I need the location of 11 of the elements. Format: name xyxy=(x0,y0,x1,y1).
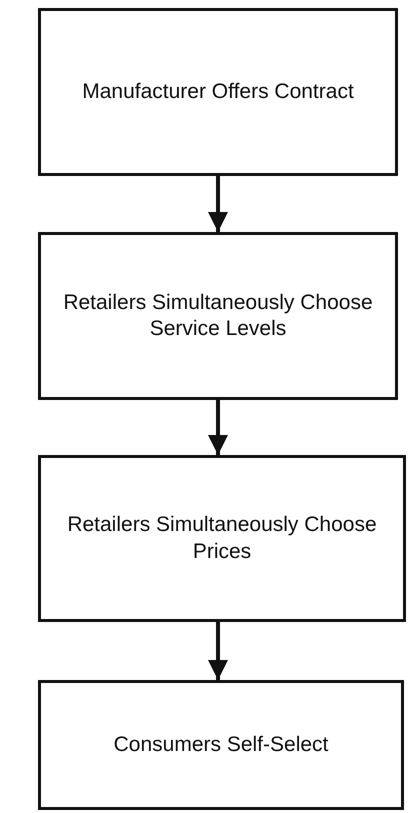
process-box xyxy=(38,8,398,176)
arrow xyxy=(208,622,228,680)
box-label: Consumers Self-Select xyxy=(112,732,330,758)
box-label: Retailers Simultaneously Choose Prices xyxy=(66,512,378,564)
box-label: Retailers Simultaneously Choose Service Levels xyxy=(62,290,374,342)
process-box xyxy=(38,680,404,810)
arrow xyxy=(208,176,228,232)
box-label: Manufacturer Offers Contract xyxy=(81,78,355,105)
process-box xyxy=(38,455,406,622)
process-box xyxy=(38,232,398,400)
arrow xyxy=(208,400,228,455)
